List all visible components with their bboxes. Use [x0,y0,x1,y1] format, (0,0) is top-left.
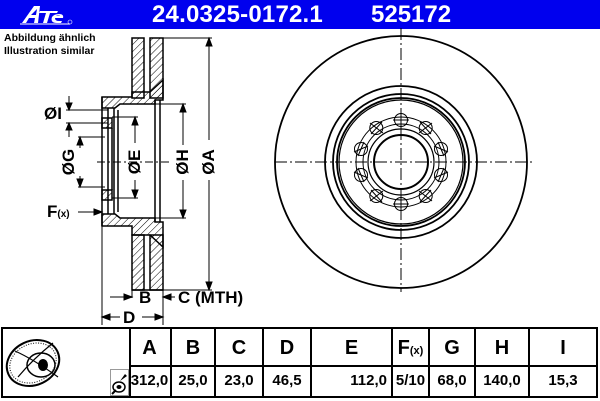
coated-disc-spray-icon [110,369,129,396]
note-english: Illustration similar [4,45,95,57]
label-dia-A: ØA [199,149,218,175]
header-bar: 24.0325-0172.1 525172 [0,0,600,29]
label-dia-H: ØH [173,149,192,175]
label-C-mth: C (MTH) [178,288,244,307]
thumbnail-cell [3,329,131,396]
label-B: B [139,288,152,307]
label-dia-E: ØE [125,149,144,175]
reference-number: 525172 [371,1,452,28]
label-D: D [123,308,136,327]
brake-disc-icon [5,339,61,387]
dimension-lines [65,36,213,325]
part-number: 24.0325-0172.1 [152,1,323,28]
label-dia-G: ØG [59,148,78,176]
bolt-holes [353,112,449,212]
spec-col-F: F(x)5/10 [393,329,430,396]
note-german: Abbildung ähnlich [4,32,96,44]
front-view [274,28,532,292]
label-F: F(x) [47,202,70,221]
side-section-view [101,37,164,291]
ate-logo-icon [20,6,73,25]
label-dia-I: ØI [44,104,62,123]
technical-drawing [65,28,532,325]
illustration-note: Abbildung ähnlich Illustration similar [4,32,96,58]
